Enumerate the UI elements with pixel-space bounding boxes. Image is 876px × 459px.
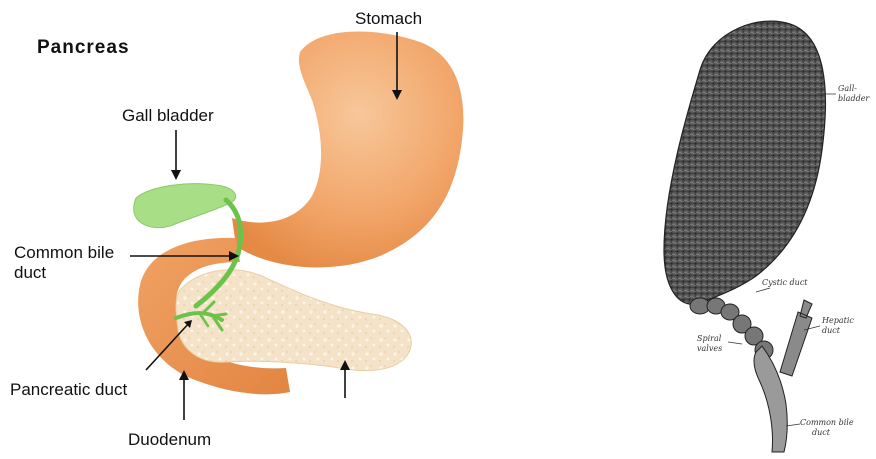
engraving-hepatic-duct-label-line1: Hepatic xyxy=(822,316,854,325)
engraving-gall-bladder-label-line1: Gall- xyxy=(838,84,857,93)
pancreas-shape xyxy=(176,270,411,371)
common-bile-duct-label-line2: duct xyxy=(14,263,46,283)
engraved-common-bile-duct xyxy=(754,346,787,452)
pancreatic-duct-label: Pancreatic duct xyxy=(10,380,127,400)
gall-bladder-engraving xyxy=(664,21,836,452)
engraving-gall-bladder-label-line2: bladder xyxy=(838,94,869,103)
engraving-common-bile-duct-label-line2: duct xyxy=(812,428,830,437)
gall-bladder-shape xyxy=(134,184,236,228)
common-bile-duct-label-line1: Common bile xyxy=(14,243,114,263)
engraved-hepatic-duct xyxy=(780,300,812,376)
engraving-cystic-duct-label: Cystic duct xyxy=(762,278,808,287)
stomach-label: Stomach xyxy=(355,9,422,29)
gall-bladder-label: Gall bladder xyxy=(122,106,214,126)
engraving-spiral-valves-label-line1: Spiral xyxy=(697,334,721,343)
engraving-hepatic-duct-label-line2: duct xyxy=(822,326,840,335)
duodenum-label: Duodenum xyxy=(128,430,211,450)
engraving-common-bile-duct-label-line1: Common bile xyxy=(800,418,854,427)
stomach-shape xyxy=(232,32,463,268)
engraved-gall-bladder xyxy=(664,21,825,304)
engraving-spiral-valves-label-line2: valves xyxy=(697,344,722,353)
digestive-organs-illustration xyxy=(130,32,463,420)
figure-title: Pancreas xyxy=(37,38,130,58)
